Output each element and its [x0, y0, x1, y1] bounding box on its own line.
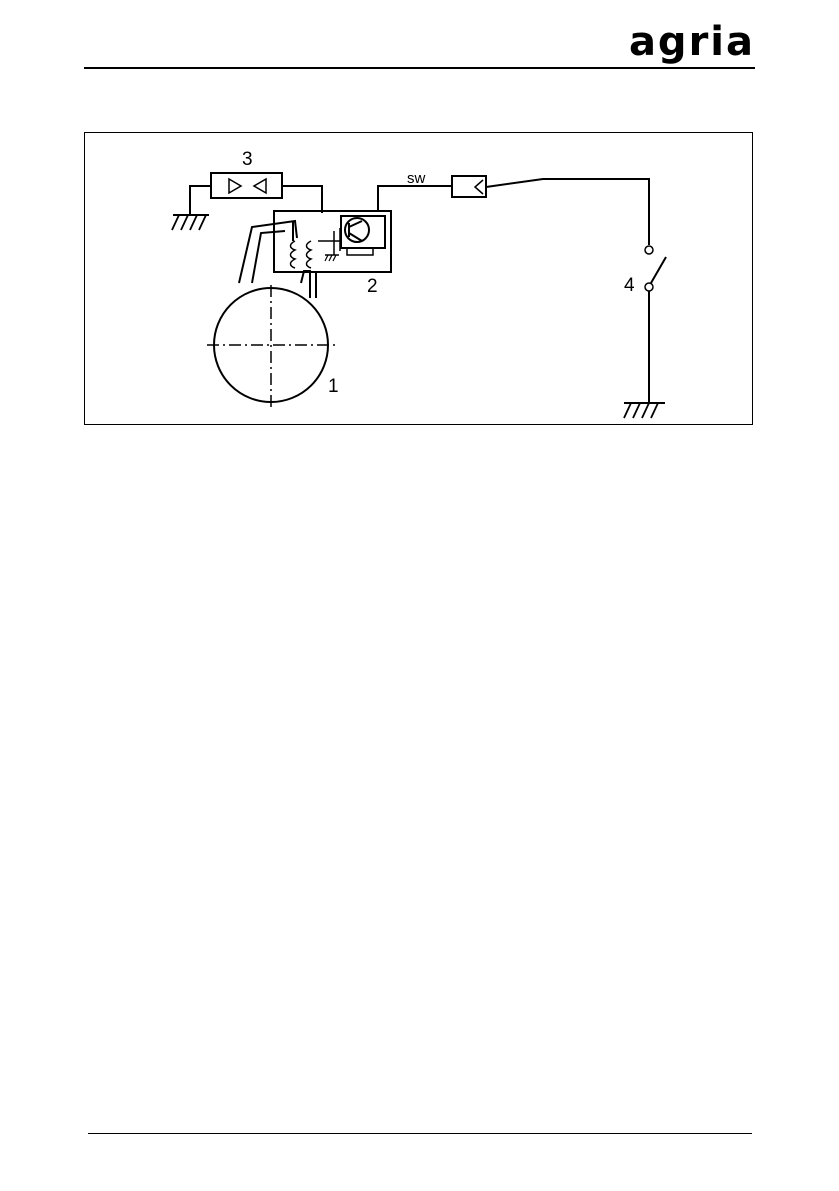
ignition-module: [274, 211, 391, 272]
kill-switch: [624, 246, 666, 418]
ignition-wiring-diagram: 3 2 1 4 sw: [84, 132, 753, 425]
coil-core: [239, 221, 316, 298]
footer-rule: [88, 1133, 752, 1134]
label-ignition-module: 2: [367, 276, 378, 297]
flywheel: [207, 285, 337, 411]
label-kill-switch: 4: [624, 275, 635, 296]
label-spark-plug: 3: [242, 149, 253, 170]
agria-logo: agria: [629, 22, 755, 62]
header-rule: [84, 67, 755, 69]
diagram-svg: 3 2 1 4 sw: [85, 133, 754, 426]
spark-plug: [172, 173, 322, 230]
label-stop-wire: sw: [407, 170, 426, 187]
label-flywheel: 1: [328, 376, 339, 397]
